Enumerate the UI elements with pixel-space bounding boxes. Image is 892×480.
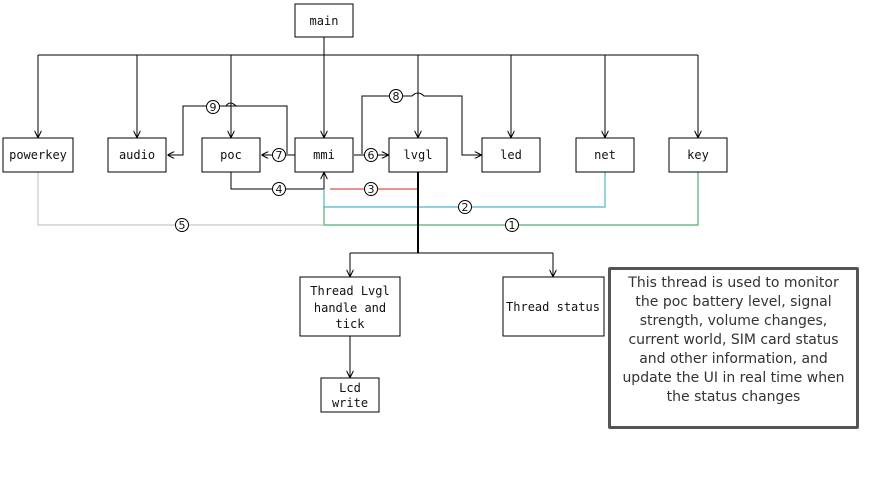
marker-9-label: 9 <box>210 101 217 114</box>
marker-5: 5 <box>175 218 189 232</box>
thread-status-note: This thread is used to monitor the poc b… <box>608 267 859 429</box>
marker-8: 8 <box>389 89 403 103</box>
node-mmi: mmi <box>294 137 354 173</box>
node-thread-lvgl-line3: tick <box>336 317 366 331</box>
node-poc: poc <box>201 137 261 173</box>
node-thread-status: Thread status <box>502 276 605 337</box>
node-audio: audio <box>107 137 167 173</box>
node-mmi-label: mmi <box>313 148 335 162</box>
thread-lines <box>350 172 553 377</box>
marker-5-label: 5 <box>179 219 186 232</box>
marker-9: 9 <box>206 100 220 114</box>
node-lcd-write: Lcd write <box>320 377 380 413</box>
marker-6-label: 6 <box>368 149 375 162</box>
marker-7: 7 <box>272 148 286 162</box>
node-key: key <box>668 137 728 173</box>
marker-2-label: 2 <box>462 201 469 214</box>
node-audio-label: audio <box>119 148 155 162</box>
main-fanout-lines <box>38 37 698 137</box>
marker-1: 1 <box>505 218 519 232</box>
node-poc-label: poc <box>220 148 242 162</box>
node-main: main <box>294 3 354 38</box>
marker-4: 4 <box>272 182 286 196</box>
node-lvgl: lvgl <box>388 137 448 173</box>
marker-3-label: 3 <box>368 183 375 196</box>
marker-3: 3 <box>364 182 378 196</box>
node-lvgl-label: lvgl <box>404 148 433 162</box>
node-main-label: main <box>310 14 339 28</box>
marker-4-label: 4 <box>276 183 283 196</box>
marker-1-label: 1 <box>509 219 516 232</box>
marker-2: 2 <box>458 200 472 214</box>
marker-6: 6 <box>364 148 378 162</box>
node-led: led <box>481 137 541 173</box>
node-powerkey-label: powerkey <box>9 148 67 162</box>
feedback-lines <box>37 172 699 226</box>
node-thread-lvgl: Thread Lvgl handle and tick <box>299 276 401 337</box>
node-thread-status-label: Thread status <box>506 300 600 314</box>
node-net-label: net <box>594 148 616 162</box>
marker-8-label: 8 <box>393 90 400 103</box>
node-thread-lvgl-line1: Thread Lvgl <box>310 284 389 298</box>
node-led-label: led <box>500 148 522 162</box>
node-lcd-write-line2: write <box>332 396 368 410</box>
node-key-label: key <box>687 148 709 162</box>
node-net: net <box>575 137 635 173</box>
marker-7-label: 7 <box>276 149 283 162</box>
node-thread-lvgl-line2: handle and <box>314 301 386 315</box>
node-powerkey: powerkey <box>2 137 74 173</box>
node-lcd-write-line1: Lcd <box>339 381 361 395</box>
